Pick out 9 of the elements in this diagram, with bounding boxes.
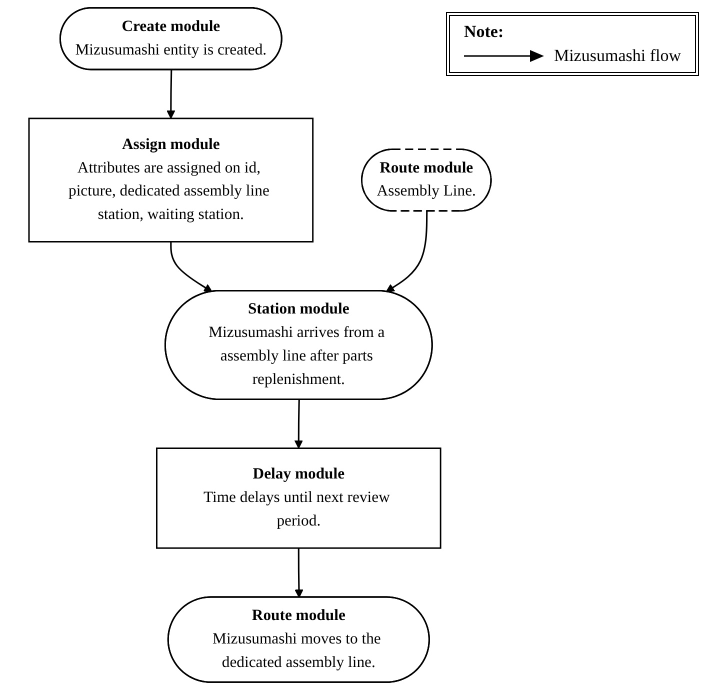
node-box <box>156 448 442 549</box>
arrow <box>166 70 176 119</box>
legend-label: Mizusumashi flow <box>554 46 681 66</box>
arrow <box>386 211 428 292</box>
arrow <box>170 242 212 292</box>
node-box <box>28 118 314 242</box>
arrow <box>294 400 303 449</box>
arrow <box>294 548 304 598</box>
legend-title: Note: <box>464 22 504 42</box>
